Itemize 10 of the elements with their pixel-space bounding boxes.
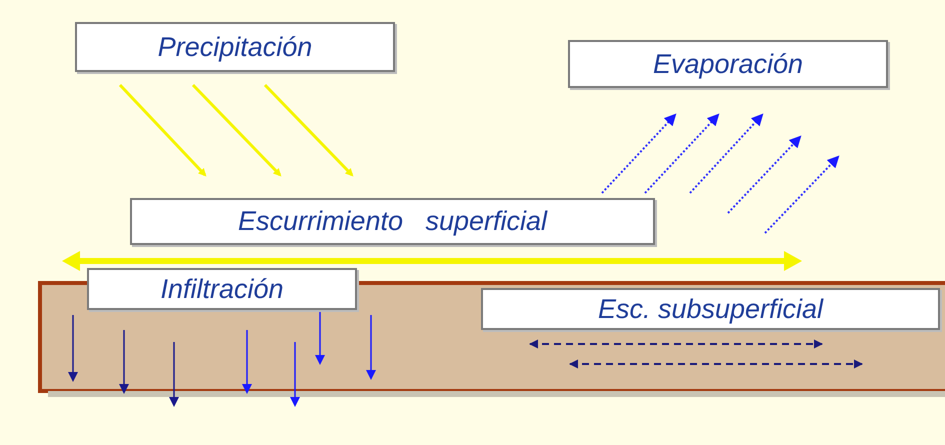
label-box <box>568 40 888 88</box>
box-label: Escurrimiento superficial <box>238 208 548 235</box>
label-box <box>130 198 655 245</box>
box-label: Infiltración <box>160 276 284 302</box>
label-box <box>87 268 357 310</box>
box-label: Precipitación <box>158 34 312 60</box>
label-box <box>75 22 395 72</box>
label-box <box>481 288 940 330</box>
box-label: Esc. subsuperficial <box>598 296 824 322</box>
box-label: Evaporación <box>652 50 804 78</box>
